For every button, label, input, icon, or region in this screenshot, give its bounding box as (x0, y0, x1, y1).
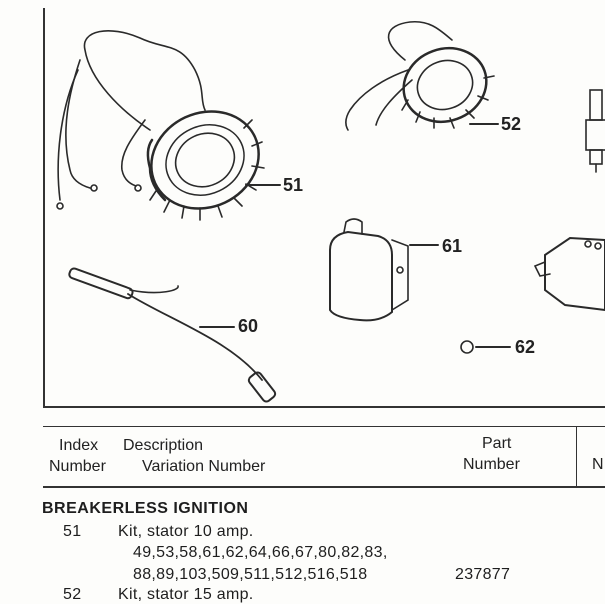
callout-62: 62 (515, 337, 536, 357)
part-62-symbol (460, 340, 511, 354)
row-51-variation-2: 88,89,103,509,511,512,516,518 (133, 566, 368, 583)
parts-illustration (56, 20, 605, 403)
row-52-index: 52 (63, 586, 82, 603)
row-51-description: Kit, stator 10 amp. (118, 523, 254, 540)
row-51-part-number: 237877 (455, 566, 511, 583)
callout-61: 61 (442, 236, 463, 256)
header-description: Description (123, 437, 204, 454)
header-part: Part (482, 435, 512, 452)
column-divider (576, 426, 577, 486)
header-variation: Variation Number (142, 458, 266, 475)
callout-51: 51 (283, 175, 304, 195)
row-51-index: 51 (63, 523, 82, 540)
row-52-description: Kit, stator 15 amp. (118, 586, 254, 603)
callout-60: 60 (238, 316, 259, 336)
section-title: BREAKERLESS IGNITION (42, 500, 249, 517)
header-bottom-rule (43, 486, 605, 488)
row-51-variation-1: 49,53,58,61,62,64,66,67,80,82,83, (133, 544, 388, 561)
header-top-rule (43, 426, 605, 427)
header-next-column: N (592, 456, 604, 473)
spark-plug (585, 89, 605, 173)
header-index: Index (59, 437, 99, 454)
header-part-number: Number (463, 456, 520, 473)
ignition-coil (329, 218, 409, 322)
ignition-module (533, 236, 605, 312)
header-number: Number (49, 458, 106, 475)
high-tension-lead (68, 267, 277, 403)
parts-diagram (43, 8, 605, 408)
stator-10-amp (56, 30, 265, 221)
stator-15-amp (345, 20, 495, 131)
callout-52: 52 (501, 114, 522, 134)
